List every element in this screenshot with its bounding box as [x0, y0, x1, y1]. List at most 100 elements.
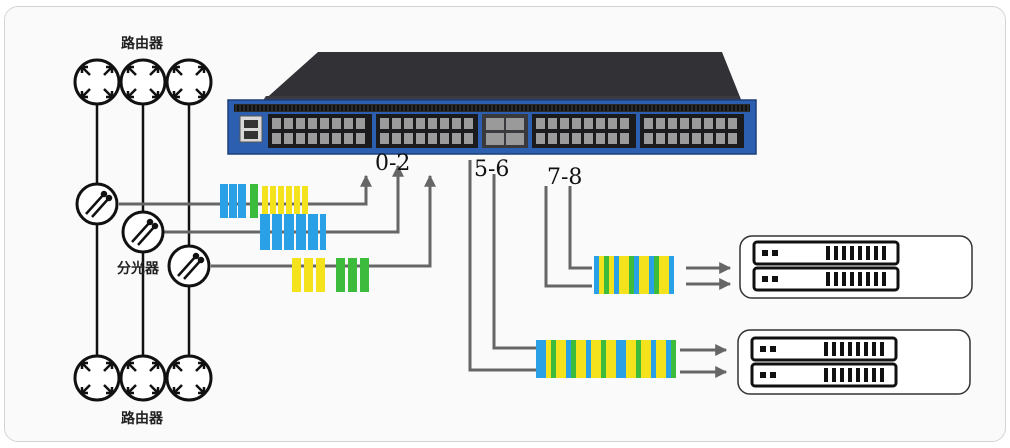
traffic-stripe — [611, 340, 616, 378]
traffic-stripe — [629, 256, 634, 294]
traffic-stripe — [636, 340, 641, 378]
sfp-port — [464, 118, 473, 129]
sfp-port — [440, 118, 449, 129]
router-icon — [119, 354, 167, 402]
traffic-stripe — [631, 340, 636, 378]
sfp-port — [320, 118, 329, 129]
traffic-stripe — [641, 340, 646, 378]
server-icon — [750, 336, 898, 362]
server-group-1 — [739, 235, 973, 299]
traffic-block-2 — [260, 214, 326, 250]
sfp-port — [716, 133, 725, 144]
traffic-stripe — [634, 256, 639, 294]
traffic-block-3 — [292, 258, 369, 292]
sfp-port — [344, 118, 353, 129]
router-icon — [73, 58, 121, 106]
router-icon — [165, 354, 213, 402]
traffic-block-mixed-2 — [536, 340, 676, 378]
traffic-stripe — [666, 340, 671, 378]
sfp-port — [620, 133, 629, 144]
sfp-port — [404, 133, 413, 144]
sfp-port — [692, 133, 701, 144]
network-switch-icon — [227, 52, 757, 155]
sfp-port — [584, 133, 593, 144]
sfp-port — [716, 118, 725, 129]
traffic-stripe — [586, 340, 591, 378]
sfp-port — [536, 118, 545, 129]
sfp-port — [560, 133, 569, 144]
sfp-port — [728, 133, 737, 144]
sfp-port — [332, 133, 341, 144]
traffic-stripe — [616, 340, 621, 378]
router-icon — [165, 58, 213, 106]
router-label-bottom: 路由器 — [121, 410, 164, 427]
traffic-stripe — [594, 256, 599, 294]
splitter-icon — [121, 210, 165, 254]
sfp-port — [644, 118, 653, 129]
sfp-port — [272, 133, 281, 144]
server-icon — [750, 362, 898, 388]
traffic-stripe — [646, 340, 651, 378]
sfp-port — [452, 133, 461, 144]
sfp-port — [608, 118, 617, 129]
sfp-port — [308, 133, 317, 144]
traffic-stripe — [599, 256, 604, 294]
sfp-port — [536, 133, 545, 144]
sfp-port — [320, 133, 329, 144]
traffic-stripe — [664, 256, 669, 294]
sfp-port — [380, 118, 389, 129]
sfp-port — [296, 118, 305, 129]
traffic-stripe — [596, 340, 601, 378]
sfp-port — [668, 133, 677, 144]
sfp-port — [572, 118, 581, 129]
traffic-stripe — [604, 256, 609, 294]
sfp-port — [704, 133, 713, 144]
traffic-stripe — [619, 256, 624, 294]
sfp-port — [284, 118, 293, 129]
traffic-stripe — [609, 256, 614, 294]
traffic-stripe — [591, 340, 596, 378]
sfp-port — [356, 118, 365, 129]
sfp-port — [584, 118, 593, 129]
sfp-port — [272, 118, 281, 129]
traffic-stripe — [561, 340, 566, 378]
traffic-stripe — [576, 340, 581, 378]
sfp-port — [380, 133, 389, 144]
traffic-stripe — [541, 340, 546, 378]
sfp-port — [572, 133, 581, 144]
sfp-port — [428, 133, 437, 144]
traffic-block-mixed-1 — [594, 256, 674, 294]
sfp-port — [668, 118, 677, 129]
traffic-stripe — [606, 340, 611, 378]
traffic-stripe — [551, 340, 556, 378]
sfp-port — [560, 118, 569, 129]
sfp-port — [296, 133, 305, 144]
port-label-7-8: 7-8 — [547, 165, 582, 190]
router-label-top: 路由器 — [121, 35, 164, 52]
traffic-stripe — [654, 256, 659, 294]
traffic-block-1 — [220, 184, 308, 218]
traffic-stripe — [671, 340, 676, 378]
splitter-icon — [75, 182, 119, 226]
router-icon — [119, 58, 167, 106]
sfp-port — [416, 133, 425, 144]
traffic-stripe — [651, 340, 656, 378]
traffic-stripe — [536, 340, 541, 378]
sfp-port — [692, 118, 701, 129]
traffic-stripe — [546, 340, 551, 378]
sfp-port — [680, 133, 689, 144]
sfp-port — [440, 133, 449, 144]
splitter-label: 分光器 — [117, 260, 160, 277]
sfp-port — [656, 118, 665, 129]
traffic-stripe — [656, 340, 661, 378]
traffic-stripe — [624, 256, 629, 294]
traffic-stripe — [639, 256, 644, 294]
traffic-stripe — [614, 256, 619, 294]
sfp-port — [308, 118, 317, 129]
sfp-port — [548, 133, 557, 144]
traffic-stripe — [621, 340, 626, 378]
traffic-stripe — [661, 340, 666, 378]
router-icon — [73, 354, 121, 402]
traffic-stripe — [601, 340, 606, 378]
traffic-stripe — [626, 340, 631, 378]
